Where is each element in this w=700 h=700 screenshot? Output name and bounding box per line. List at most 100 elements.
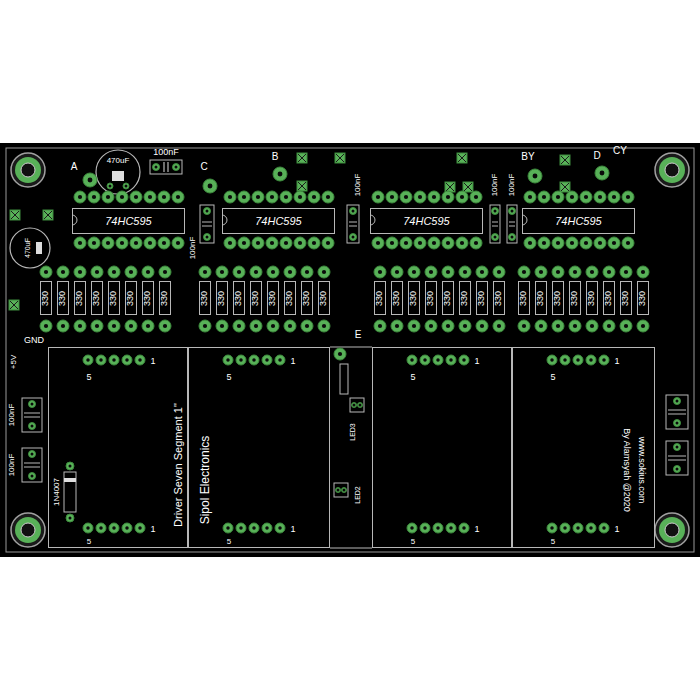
test-point-label: C: [200, 162, 207, 172]
solder-pad: [552, 237, 564, 249]
drill-hole: [598, 241, 602, 245]
electrolytic-capacitor: [10, 228, 50, 268]
solder-pad: [552, 191, 564, 203]
drill-hole: [533, 174, 538, 179]
resistor-value: 330: [393, 290, 402, 305]
solder-pad: [528, 169, 542, 183]
drill-hole: [270, 241, 274, 245]
drill-hole: [284, 195, 288, 199]
solder-pad: [569, 320, 581, 332]
drill-hole: [112, 526, 116, 530]
solder-pad: [273, 167, 287, 181]
capacitor-symbol: [507, 205, 517, 243]
solder-pad: [420, 523, 430, 533]
resistor-body: 330: [199, 281, 211, 315]
pad-cross: [44, 211, 52, 219]
resistor-value: 330: [218, 290, 227, 305]
solder-pad: [40, 266, 52, 278]
mounting-ring: [659, 517, 685, 543]
solder-pad: [391, 320, 403, 332]
resistor-value: 330: [622, 290, 631, 305]
drill-hole: [288, 324, 292, 328]
drill-hole: [353, 404, 356, 407]
solder-pad: [262, 523, 272, 533]
drill-hole: [463, 270, 467, 274]
drill-hole: [322, 270, 326, 274]
ic-outline: 74HC595: [222, 208, 335, 234]
resistor-body: 330: [216, 281, 228, 315]
solder-pad: [476, 320, 488, 332]
drill-hole: [278, 526, 282, 530]
maker-name: Sipol Electronics: [199, 436, 211, 525]
solder-pad: [459, 355, 469, 365]
drill-hole: [446, 241, 450, 245]
solder-pad: [116, 191, 128, 203]
solder-pad: [573, 355, 583, 365]
resistor-body: 330: [518, 281, 530, 315]
solder-pad: [414, 191, 426, 203]
solder-pad: [603, 320, 615, 332]
solder-pad: [518, 266, 530, 278]
drill-hole: [125, 526, 129, 530]
drill-hole: [271, 270, 275, 274]
solder-pad: [158, 191, 170, 203]
website-note: www.sokius.com: [637, 437, 646, 504]
resistor-value: 330: [127, 290, 136, 305]
solder-pad: [594, 237, 606, 249]
drill-hole: [146, 324, 150, 328]
drill-hole: [589, 526, 593, 530]
solder-pad: [407, 355, 417, 365]
drill-hole: [256, 195, 260, 199]
drill-hole: [676, 422, 679, 425]
capacitor-symbol: [347, 205, 359, 243]
solder-pad: [538, 237, 550, 249]
solder-pad: [308, 237, 320, 249]
test-point-label: B: [272, 152, 279, 162]
drill-hole: [376, 195, 380, 199]
pin-number: 5: [411, 538, 415, 546]
drill-hole: [412, 270, 416, 274]
drill-hole: [539, 270, 543, 274]
solder-pad: [493, 266, 505, 278]
signal-name: +5V: [10, 355, 18, 369]
drill-hole: [220, 324, 224, 328]
part-value: 100nF: [153, 148, 179, 157]
drill-hole: [429, 324, 433, 328]
drill-hole: [163, 324, 167, 328]
solder-pad: [159, 266, 171, 278]
drill-hole: [203, 324, 207, 328]
drill-hole: [99, 526, 103, 530]
drill-hole: [449, 526, 453, 530]
solder-pad: [608, 191, 620, 203]
solder-pad: [374, 320, 386, 332]
solder-pad: [342, 488, 347, 493]
capacitor-symbol: [22, 398, 42, 432]
drill-hole: [305, 270, 309, 274]
drill-hole: [600, 171, 605, 176]
resistor-value: 330: [537, 290, 546, 305]
solder-pad: [116, 237, 128, 249]
drill-hole: [494, 210, 497, 213]
capacitor-plates: [164, 162, 168, 172]
drill-hole: [607, 270, 611, 274]
solder-pad: [374, 266, 386, 278]
solder-pad: [266, 237, 278, 249]
solder-pad: [216, 266, 228, 278]
solder-pad: [456, 191, 468, 203]
solder-pad: [459, 523, 469, 533]
drill-hole: [99, 358, 103, 362]
drill-hole: [418, 195, 422, 199]
drill-hole: [624, 324, 628, 328]
solder-pad: [608, 237, 620, 249]
board-outline: [6, 148, 694, 552]
solder-pad: [66, 514, 74, 522]
solder-pad: [586, 266, 598, 278]
drill-hole: [590, 270, 594, 274]
solder-pad: [29, 451, 36, 458]
pin-number: 5: [227, 538, 231, 546]
drill-hole: [134, 195, 138, 199]
resistor-body: 330: [91, 281, 103, 315]
part-value: 100nF: [8, 454, 16, 477]
resistor-value: 330: [605, 290, 614, 305]
